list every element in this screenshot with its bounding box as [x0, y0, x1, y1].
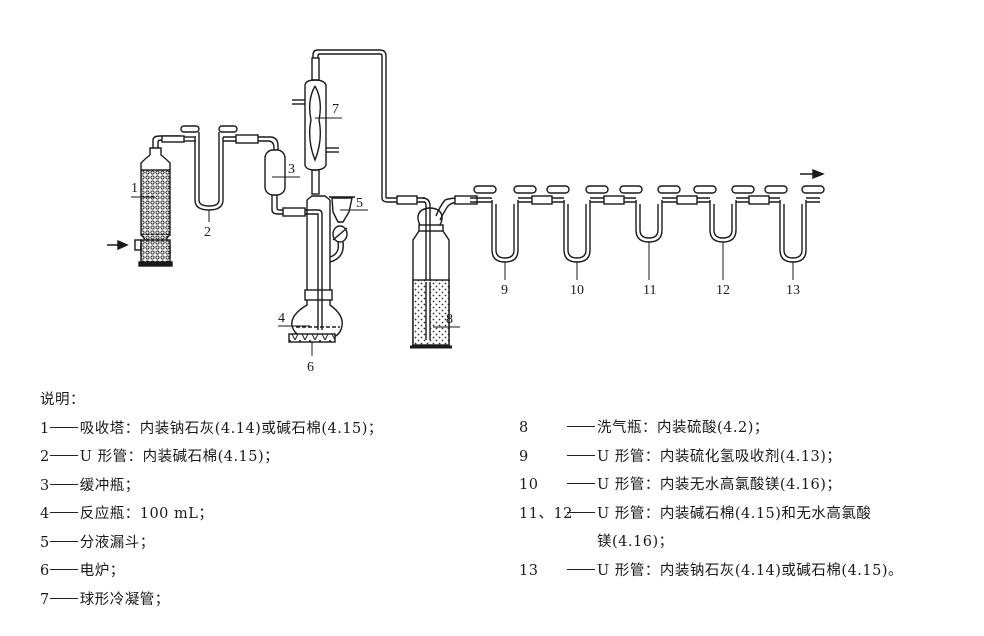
u-tube-2 [180, 125, 270, 211]
callout-2: 2 [204, 225, 211, 240]
legend-text: 吸收塔：内装钠石灰(4.14)或碱石棉(4.15)； [79, 420, 383, 437]
legend-heading: 说明： [40, 392, 85, 408]
callout-9: 9 [501, 283, 508, 298]
callout-13: 13 [786, 283, 800, 298]
legend-dash [567, 471, 597, 500]
legend-dash [567, 500, 597, 529]
legend-num: 9 [519, 448, 529, 465]
callout-6: 6 [307, 360, 314, 375]
legend-item: 4 反应瓶：100 mL； [40, 500, 383, 529]
electric-stove [288, 333, 336, 343]
legend-text: 缓冲瓶； [79, 477, 140, 494]
legend-num: 11、12 [519, 505, 573, 522]
apparatus-diagram: 1 2 3 4 5 6 7 8 9 10 11 12 13 [107, 49, 825, 375]
legend-text: U 形管：内装碱石棉(4.15)和无水高氯酸 [597, 505, 872, 522]
callout-12: 12 [716, 283, 730, 298]
legend-text: U 形管：内装硫化氢吸收剂(4.13)； [597, 448, 842, 465]
legend-item: 3 缓冲瓶； [40, 472, 383, 501]
legend-right: 8 洗气瓶：内装硫酸(4.2)； 9 U 形管：内装硫化氢吸收剂(4.13)； 10… [519, 414, 903, 585]
legend-text: U 形管：内装碱石棉(4.15)； [79, 449, 280, 465]
legend-dash [50, 500, 80, 529]
callout-11: 11 [643, 283, 656, 298]
legend-num: 2 [40, 449, 50, 465]
legend-dash [50, 586, 80, 615]
buffer-bottle [264, 136, 306, 217]
legend-item: 13 U 形管：内装钠石灰(4.14)或碱石棉(4.15)。 [519, 557, 903, 586]
legend-item: 11、12 U 形管：内装碱石棉(4.15)和无水高氯酸 [519, 500, 903, 529]
inlet-arrow [107, 239, 129, 251]
callout-8: 8 [446, 312, 453, 327]
legend-text: 球形冷凝管； [79, 591, 170, 608]
legend-dash [567, 557, 597, 586]
legend-num: 7 [40, 591, 50, 608]
outlet-arrow [800, 168, 825, 180]
reaction-flask [291, 195, 343, 341]
legend-left: 说明： 1 吸收塔：内装钠石灰(4.14)或碱石棉(4.15)； 2 U 形管：内装… [40, 386, 383, 614]
legend-num: 3 [40, 477, 50, 494]
legend-item: 6 电炉； [40, 557, 383, 586]
legend-text: U 形管：内装钠石灰(4.14)或碱石棉(4.15)。 [597, 562, 904, 579]
legend-item-continuation: 镁(4.16)； [597, 534, 674, 550]
callout-10: 10 [570, 283, 584, 298]
callout-4: 4 [278, 311, 285, 326]
legend-num: 5 [40, 534, 50, 551]
legend-num: 1 [40, 420, 50, 437]
legend-num: 4 [40, 506, 50, 522]
legend-text: 电炉； [79, 563, 125, 579]
legend-item: 7 球形冷凝管； [40, 586, 383, 615]
legend-item: 10 U 形管：内装无水高氯酸镁(4.16)； [519, 471, 903, 500]
legend-item: 5 分液漏斗； [40, 529, 383, 558]
callout-3: 3 [288, 162, 295, 177]
callout-5: 5 [356, 196, 363, 211]
legend-item: 8 洗气瓶：内装硫酸(4.2)； [519, 414, 903, 443]
callout-1: 1 [131, 181, 138, 196]
callout-7: 7 [332, 102, 339, 117]
legend-dash [567, 443, 597, 472]
u-tube-12 [693, 185, 755, 243]
separatory-funnel [329, 196, 355, 263]
legend-dash [50, 557, 80, 586]
legend-item: 1 吸收塔：内装钠石灰(4.14)或碱石棉(4.15)； [40, 415, 383, 444]
absorption-tower [134, 135, 185, 267]
legend-num: 8 [519, 420, 529, 436]
legend-num: 6 [40, 563, 50, 579]
legend-item: 2 U 形管：内装碱石棉(4.15)； [40, 443, 383, 472]
legend-dash [50, 472, 80, 501]
u-tube-11 [619, 185, 681, 243]
legend-item: 9 U 形管：内装硫化氢吸收剂(4.13)； [519, 443, 903, 472]
legend-text: 分液漏斗； [79, 534, 155, 551]
legend-num: 13 [519, 562, 539, 579]
legend-dash [50, 443, 80, 472]
wash-bottle [410, 195, 478, 349]
legend-dash [567, 414, 597, 443]
legend-dash [50, 415, 80, 444]
legend-text: U 形管：内装无水高氯酸镁(4.16)； [597, 477, 842, 493]
legend-text: 洗气瓶：内装硫酸(4.2)； [597, 420, 769, 436]
legend-num: 10 [519, 477, 539, 493]
legend-dash [50, 529, 80, 558]
bulb-condenser [292, 49, 387, 198]
legend-text: 反应瓶：100 mL； [79, 506, 214, 522]
